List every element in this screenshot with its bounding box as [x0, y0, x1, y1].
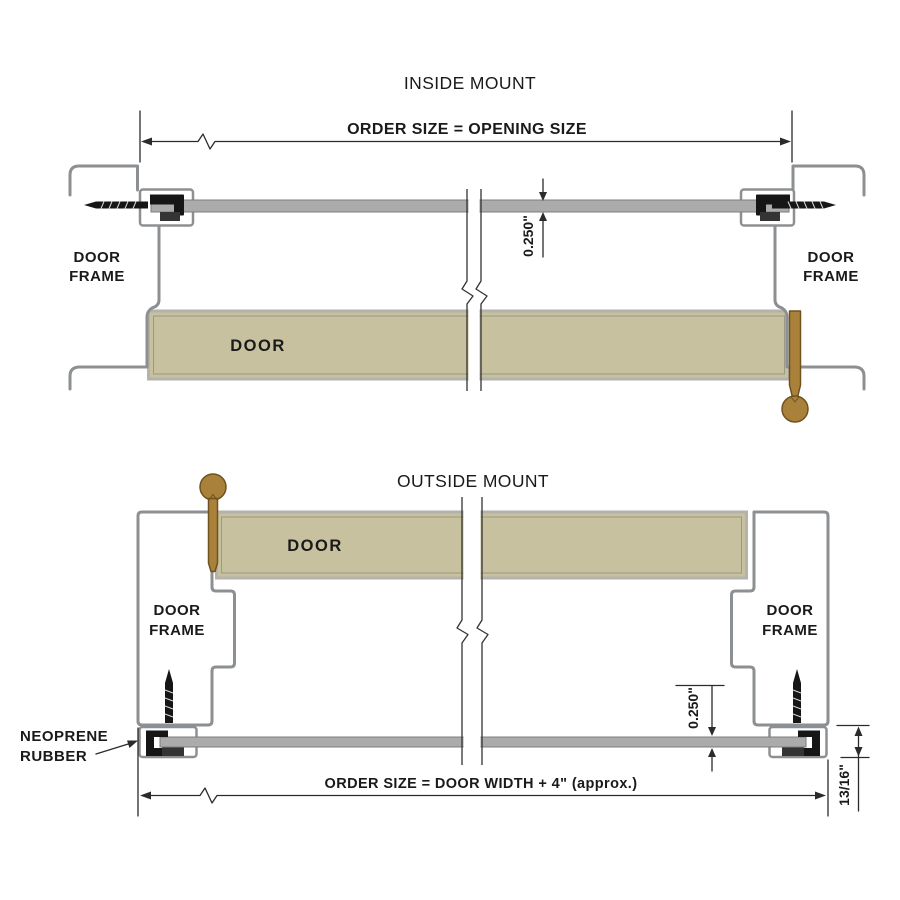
- dimension-line: [146, 133, 786, 150]
- outside-mount-diagram: OUTSIDE MOUNT DOOR: [20, 471, 870, 817]
- bracket-pad: [760, 212, 780, 221]
- screw-threads: [792, 689, 802, 718]
- arrowhead-down: [854, 747, 863, 757]
- track-thickness-dimension: 0.250": [675, 684, 725, 772]
- screw-left: [164, 669, 174, 723]
- frame-label-left: DOOR FRAME: [149, 602, 205, 639]
- bracket-pad: [160, 212, 180, 221]
- handle-stem: [788, 310, 802, 399]
- callout-arrowhead: [127, 740, 138, 748]
- screw-tip: [824, 201, 836, 209]
- handle-knob: [781, 395, 809, 423]
- neoprene-callout: NEOPRENE RUBBER: [20, 728, 138, 765]
- arrowhead-down: [539, 192, 547, 201]
- frame-label-line2: FRAME: [803, 268, 859, 285]
- outside-mount-title: OUTSIDE MOUNT: [397, 471, 549, 491]
- break-line-right: [475, 189, 488, 391]
- frame-label-line1: DOOR: [154, 602, 201, 619]
- handle-knob: [199, 473, 227, 501]
- break-lines: [461, 189, 488, 391]
- break-gap: [463, 497, 481, 765]
- screw-left: [84, 201, 148, 209]
- door-label: DOOR: [230, 337, 286, 355]
- inside-mount-diagram: INSIDE MOUNT ORDER SIZE = OPENING SIZE D…: [68, 73, 866, 423]
- arrowhead-left: [140, 791, 151, 800]
- frame-label-line2: FRAME: [149, 622, 205, 639]
- track-bracket-left: [150, 194, 184, 221]
- door-label: DOOR: [287, 537, 343, 555]
- track-thickness-label: 0.250": [520, 215, 536, 257]
- track-thickness-dimension: 0.250": [520, 178, 547, 258]
- screw-tip: [84, 201, 96, 209]
- arrowhead-right: [815, 791, 826, 800]
- track-height-dimension: 13/16": [836, 724, 870, 812]
- frame-label-line1: DOOR: [808, 249, 855, 266]
- neoprene-label-line1: NEOPRENE: [20, 728, 108, 745]
- screw-right: [772, 201, 836, 209]
- pull-handle: [781, 310, 809, 423]
- frame-jamb-upper: [791, 164, 866, 197]
- track-thickness-label: 0.250": [685, 687, 701, 729]
- screw-threads: [100, 201, 137, 209]
- frame-label-line1: DOOR: [767, 602, 814, 619]
- inside-mount-title: INSIDE MOUNT: [404, 73, 536, 93]
- dimension-line: [146, 787, 820, 804]
- arrowhead-left: [141, 137, 152, 146]
- bracket-pad: [782, 747, 804, 756]
- break-gap: [468, 189, 480, 391]
- arrowhead-up: [854, 726, 863, 736]
- arrowhead-right: [780, 137, 791, 146]
- neoprene-bracket-left: [146, 730, 184, 756]
- arrowhead-up: [539, 212, 547, 221]
- order-size-label: ORDER SIZE = DOOR WIDTH + 4" (approx.): [325, 776, 638, 792]
- frame-label-line1: DOOR: [74, 249, 121, 266]
- frame-label-right: DOOR FRAME: [803, 249, 859, 285]
- neoprene-bracket-right: [782, 730, 820, 756]
- break-lines: [456, 497, 489, 765]
- opening-size-dimension: ORDER SIZE = OPENING SIZE: [139, 110, 793, 163]
- handle-notch: [208, 493, 218, 501]
- screw-tip: [793, 669, 801, 683]
- screw-tip: [165, 669, 173, 683]
- screw-right: [792, 669, 802, 723]
- handle-stem: [207, 497, 219, 573]
- frame-jamb-upper: [68, 164, 139, 197]
- screw-threads: [787, 201, 824, 209]
- opening-size-label: ORDER SIZE = OPENING SIZE: [347, 121, 587, 138]
- break-line-left: [456, 497, 469, 765]
- frame-label-left: DOOR FRAME: [69, 249, 125, 285]
- screw-shaft: [165, 683, 173, 723]
- frame-label-right: DOOR FRAME: [762, 602, 818, 639]
- arrowhead-up: [708, 748, 716, 757]
- order-size-dimension: ORDER SIZE = DOOR WIDTH + 4" (approx.): [137, 727, 829, 817]
- screw-threads: [164, 689, 174, 718]
- bottom-track: [159, 736, 807, 748]
- neoprene-label-line2: RUBBER: [20, 748, 87, 765]
- bracket-pad: [162, 747, 184, 756]
- break-line-right: [476, 497, 489, 765]
- door-frame-right: [730, 510, 830, 727]
- track-height-label: 13/16": [836, 764, 852, 806]
- break-line-left: [461, 189, 474, 391]
- screw-shaft: [96, 201, 148, 209]
- frame-jamb-lower: [68, 224, 161, 391]
- pull-handle: [199, 473, 227, 573]
- arrowhead-down: [708, 727, 716, 736]
- screw-shaft: [793, 683, 801, 723]
- bracket-hook: [756, 194, 766, 216]
- handle-notch: [790, 396, 800, 403]
- bracket-hook: [174, 194, 184, 216]
- frame-label-line2: FRAME: [762, 622, 818, 639]
- frame-label-line2: FRAME: [69, 268, 125, 285]
- callout-leader: [95, 742, 131, 755]
